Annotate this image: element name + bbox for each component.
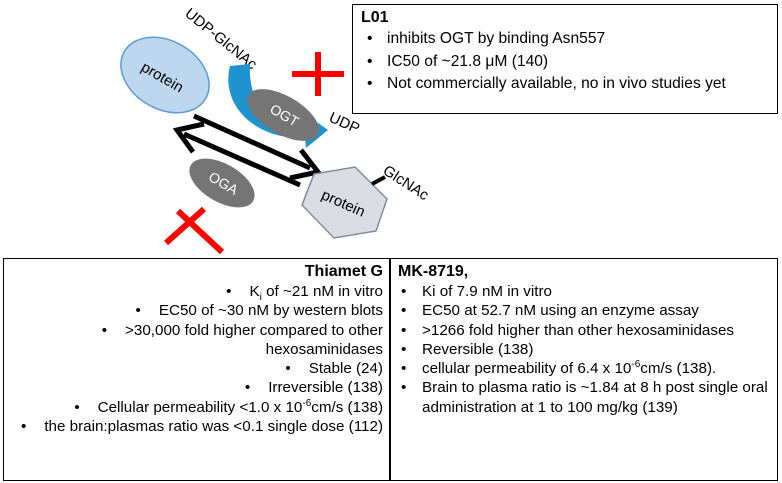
- perm-prefix: cellular permeability of 6.4 x 10: [422, 360, 632, 378]
- ki-prefix: K: [249, 283, 260, 300]
- list-item: the brain:plasmas ratio was <0.1 single …: [10, 417, 383, 436]
- list-item: EC50 at 52.7 nM using an enzyme assay: [398, 301, 770, 321]
- l01-title: L01: [361, 9, 389, 26]
- list-item: Cellular permeability <1.0 x 10-6cm/s (1…: [10, 398, 383, 417]
- list-item: Brain to plasma ratio is ~1.84 at 8 h po…: [398, 378, 770, 417]
- glcnac-protein-hexagon: [301, 166, 388, 239]
- l01-list: inhibits OGT by binding Asn557 IC50 of ~…: [361, 28, 769, 96]
- oga-ellipse: [189, 158, 255, 208]
- perm-unit: cm/s (138).: [640, 360, 717, 378]
- l01-info-box: L01 inhibits OGT by binding Asn557 IC50 …: [352, 4, 778, 114]
- list-item: inhibits OGT by binding Asn557: [361, 28, 769, 51]
- list-item: Irreversible (138): [10, 378, 383, 397]
- list-item: Ki of ~21 nM in vitro: [10, 282, 383, 304]
- equilibrium-arrows: [172, 113, 323, 188]
- thiamet-inhibitor-symbol: [163, 206, 225, 255]
- list-item: Stable (24): [10, 359, 383, 378]
- mk-title: MK-8719,: [398, 263, 469, 280]
- perm-exponent: -6: [302, 397, 312, 409]
- ki-subscript: i: [259, 292, 262, 304]
- list-item: >1266 fold higher than other hexosaminid…: [398, 321, 770, 341]
- perm-unit: cm/s (138): [311, 398, 383, 416]
- ki-rest: of ~21 nM in vitro: [261, 283, 383, 300]
- thiamet-title: Thiamet G: [304, 263, 383, 280]
- list-item: Ki of 7.9 nM in vitro: [398, 282, 770, 302]
- list-item: Not commercially available, no in vivo s…: [361, 73, 769, 96]
- ogt-ellipse: [247, 89, 319, 141]
- l01-inhibitor-symbol: [292, 52, 344, 96]
- list-item: cellular permeability of 6.4 x 10-6cm/s …: [398, 359, 770, 379]
- mk-list: Ki of 7.9 nM in vitro EC50 at 52.7 nM us…: [398, 282, 770, 417]
- thiamet-g-info-box: Thiamet G Ki of ~21 nM in vitro EC50 of …: [3, 258, 390, 481]
- list-item: Reversible (138): [398, 340, 770, 360]
- thiamet-list: Ki of ~21 nM in vitro EC50 of ~30 nM by …: [10, 282, 383, 436]
- ogt-oga-cycle-diagram: protein UDP-GlcNAc OGT UDP OGA protein G…: [120, 5, 432, 255]
- protein-ellipse: [120, 36, 210, 114]
- glcnac-bond: [371, 175, 386, 186]
- list-item: >30,000 fold higher compared to other he…: [10, 321, 383, 360]
- perm-exponent: -6: [631, 359, 641, 371]
- list-item: EC50 of ~30 nM by western blots: [10, 301, 383, 320]
- glcnac-label: GlcNAc: [380, 162, 432, 204]
- mk-8719-info-box: MK-8719, Ki of 7.9 nM in vitro EC50 at 5…: [390, 258, 778, 481]
- perm-prefix: Cellular permeability <1.0 x 10: [97, 398, 303, 416]
- list-item: IC50 of ~21.8 μM (140): [361, 51, 769, 74]
